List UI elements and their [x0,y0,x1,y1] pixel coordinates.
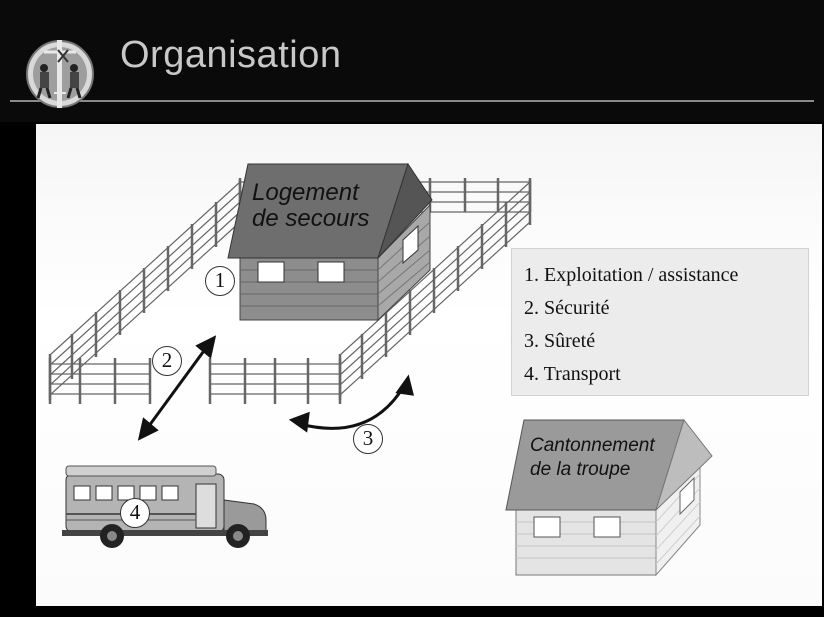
marker-1: 1 [205,266,235,296]
label-cantonnement-de-la-troupe: Cantonnement de la troupe [530,435,655,480]
fence-front [48,358,342,404]
arrow-surete [288,374,414,433]
bus-vehicle [62,465,268,548]
emergency-housing-building [227,162,433,322]
label-logement-de-secours: Logement de secours [252,179,370,232]
troop-quarters-building [505,418,713,577]
header-rule [10,100,814,102]
legend-item: 4. Transport [524,363,621,385]
legend-item: 1. Exploitation / assistance [524,264,739,286]
marker-2: 2 [152,346,182,376]
arrow-securite [137,335,217,441]
page-title: Organisation [120,34,342,76]
legend-box: 1. Exploitation / assistance 2. Sécurité… [511,248,809,396]
workers-on-pole-emblem-icon [26,40,94,108]
legend-item: 3. Sûreté [524,330,596,352]
marker-3: 3 [353,424,383,454]
slide-header: Organisation [0,0,824,122]
legend-item: 2. Sécurité [524,297,610,319]
marker-4: 4 [120,498,150,528]
